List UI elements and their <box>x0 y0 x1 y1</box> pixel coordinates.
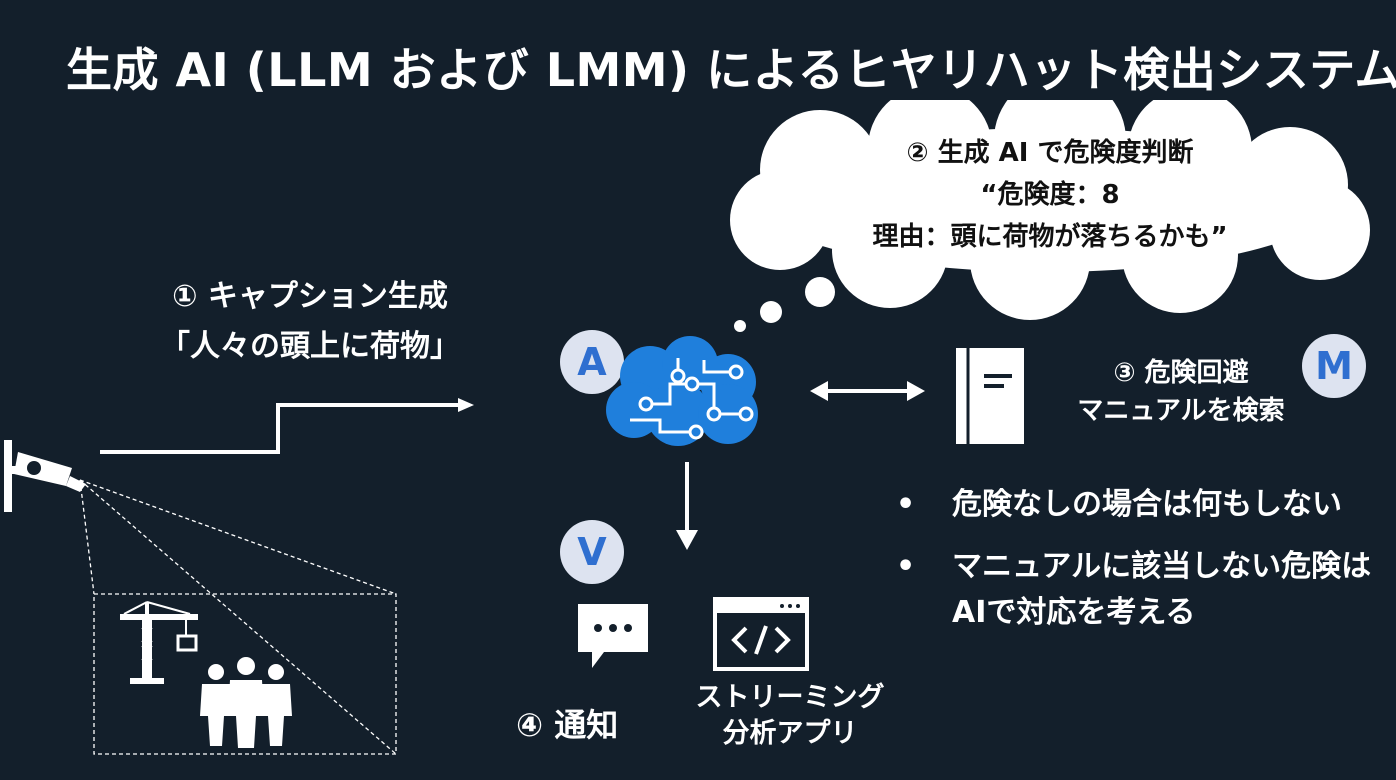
step2-text: ② 生成 AI で危険度判断 “危険度：8 理由：頭に荷物が落ちるかも” <box>790 132 1310 258</box>
step3-text: ③ 危険回避 マニュアルを検索 <box>1056 354 1306 430</box>
step4-label: ④ 通知 <box>516 706 619 744</box>
bullet-marker: • <box>896 549 916 584</box>
bullet-list: • 危険なしの場合は何もしない • マニュアルに該当しない危険は AIで対応を考… <box>896 482 1386 652</box>
page-title: 生成 AI (LLM および LMM) によるヒヤリハット検出システム <box>66 43 1396 97</box>
bullet-text: 危険なしの場合は何もしない <box>952 487 1342 522</box>
people-group-icon <box>200 657 292 748</box>
streaming-app-line1: ストリーミング <box>695 682 885 713</box>
step1-caption: ① キャプション生成 「人々の頭上に荷物」 <box>110 272 510 372</box>
code-window-icon <box>713 597 809 671</box>
list-item: • 危険なしの場合は何もしない <box>896 482 1386 528</box>
badge-a: A <box>560 330 624 394</box>
down-arrow <box>676 462 698 550</box>
manual-book-icon <box>956 348 1024 444</box>
step1-line2: 「人々の頭上に荷物」 <box>160 329 460 364</box>
security-camera-icon <box>4 440 86 512</box>
streaming-app-line2: 分析アプリ <box>722 718 858 749</box>
camera-field-of-view <box>79 479 397 755</box>
badge-v: V <box>560 520 624 584</box>
construction-scene <box>120 601 292 748</box>
streaming-app-label: ストリーミング 分析アプリ <box>690 680 890 752</box>
bullet-marker: • <box>896 487 916 522</box>
step2-line3: 理由：頭に荷物が落ちるかも” <box>872 222 1228 252</box>
step2-line1: ② 生成 AI で危険度判断 <box>906 138 1194 168</box>
step3-line2: マニュアルを検索 <box>1077 396 1285 426</box>
chat-notification-icon <box>578 604 648 668</box>
step2-line2: “危険度：8 <box>980 180 1120 210</box>
bullet-text: マニュアルに該当しない危険は AIで対応を考える <box>952 549 1372 630</box>
construction-crane-icon <box>120 601 198 684</box>
thought-cloud <box>730 100 1370 332</box>
step1-line1: ① キャプション生成 <box>172 279 448 314</box>
bidirectional-arrow <box>810 381 925 401</box>
ai-brain-icon <box>606 336 758 446</box>
flow-arrow-camera-to-ai <box>100 398 474 454</box>
step3-line1: ③ 危険回避 <box>1113 358 1249 388</box>
list-item: • マニュアルに該当しない危険は AIで対応を考える <box>896 544 1386 636</box>
badge-m: M <box>1302 334 1366 398</box>
